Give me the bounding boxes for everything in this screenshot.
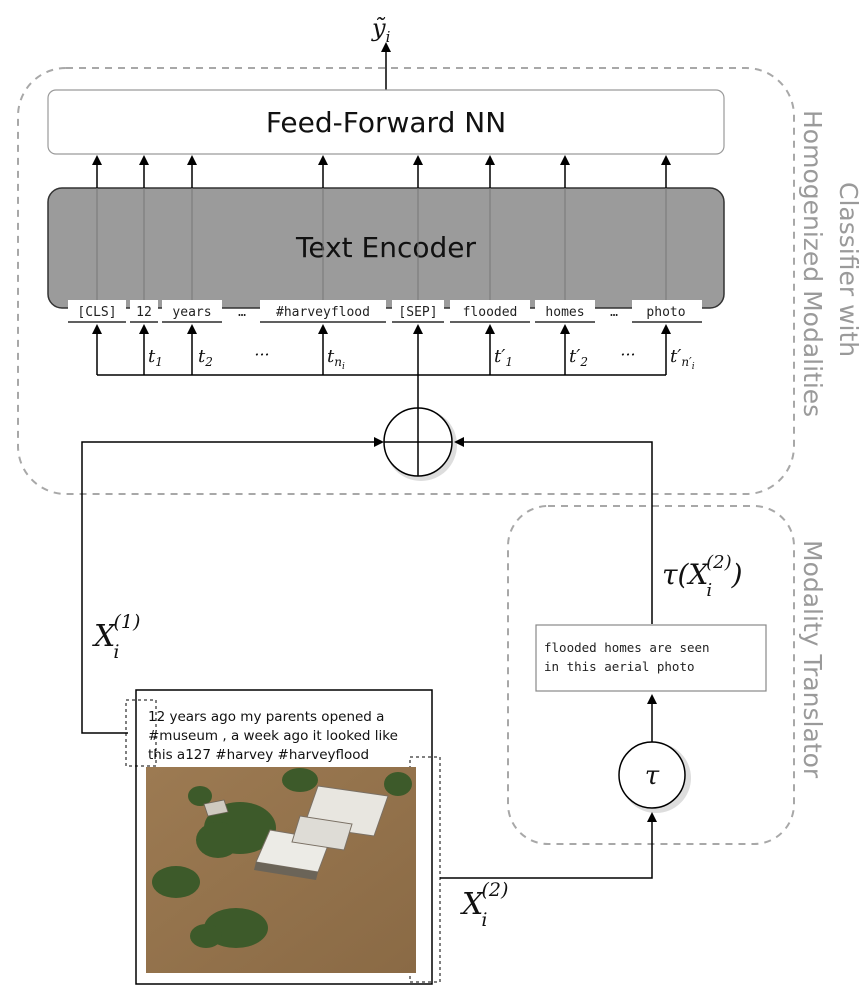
encoder-to-ffnn-arrows [92, 155, 671, 180]
token-ellipsis: … [610, 305, 618, 320]
ffnn-label: Feed-Forward NN [266, 106, 506, 139]
embed-dots: ··· [254, 345, 269, 364]
post-text-bracket [125, 699, 157, 767]
bus-to-token-arrows [92, 324, 671, 434]
tau-node [618, 741, 686, 809]
token: flooded [463, 305, 518, 320]
post-text-line: 12 years ago my parents opened a [148, 709, 384, 725]
x2-path [440, 812, 657, 879]
tau-label: τ [645, 761, 660, 791]
tau-output-path [454, 437, 653, 624]
translated-text-line: flooded homes are seen [544, 640, 710, 655]
embed-label-t2: t2 [198, 346, 213, 369]
ffnn-box [47, 89, 725, 155]
classifier-region-label-line2: Homogenized Modalities [798, 110, 827, 417]
token-cell [450, 300, 530, 322]
encoder-passthrough-lines [96, 188, 667, 300]
embed-label-t1: t1 [148, 346, 163, 369]
classifier-region [17, 67, 795, 495]
aerial-flood-photo [146, 767, 416, 973]
encoder-label: Text Encoder [295, 231, 476, 264]
token: homes [545, 305, 584, 320]
post-text-line: #museum , a week ago it looked like [148, 728, 398, 744]
token: #harveyflood [276, 305, 370, 320]
token: 12 [136, 305, 152, 320]
concat-node [383, 407, 457, 481]
token-cell [260, 300, 386, 322]
x1-path [81, 437, 384, 734]
embed-label-tpn: t′n′i [670, 346, 695, 372]
translated-text-line: in this aerial photo [544, 659, 695, 674]
token: photo [646, 305, 685, 320]
token-cell [162, 300, 222, 322]
token-cell [632, 300, 702, 322]
embed-label-tn: tni [327, 346, 345, 372]
embed-label-tp2: t′2 [569, 346, 588, 369]
encoder-top-connectors [96, 180, 667, 188]
embedding-labels: t1 t2 ··· tni t′1 t′2 ··· t′n′i [148, 345, 695, 372]
x1-label: Xi(1) [92, 611, 140, 663]
token-row: [CLS] 12 years … #harveyflood [SEP] floo… [68, 300, 702, 323]
translator-region [507, 505, 795, 845]
embed-dots: ··· [620, 345, 635, 364]
token: years [172, 305, 211, 320]
token-cell [68, 300, 126, 322]
token: [CLS] [77, 305, 116, 320]
token-cell [392, 300, 444, 322]
post-text-line: this a127 #harvey #harveyflood [148, 747, 369, 763]
token-cell [130, 300, 158, 322]
token: [SEP] [398, 305, 437, 320]
token-cell [535, 300, 595, 322]
token-ellipsis: … [238, 305, 246, 320]
classifier-region-label: Classifier with [834, 182, 863, 357]
translated-text-box [535, 624, 767, 692]
output-label: ỹi [371, 14, 391, 46]
embed-label-tp1: t′1 [494, 346, 513, 369]
tau-output-label: τ(Xi(2)) [662, 552, 743, 601]
x2-label: Xi(2) [460, 879, 508, 931]
translator-region-label: Modality Translator [798, 540, 827, 779]
